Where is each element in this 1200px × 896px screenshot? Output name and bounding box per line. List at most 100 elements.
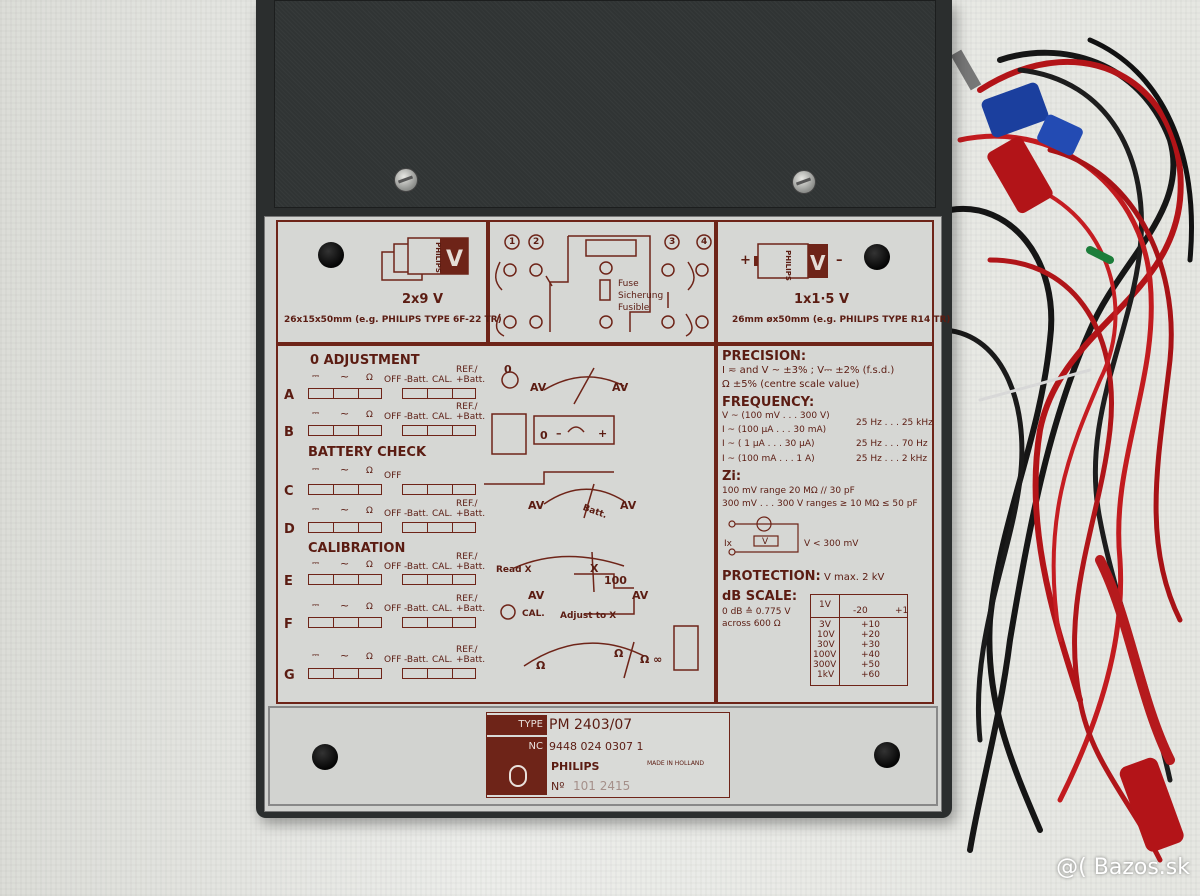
battery-9v-spec: 26x15x50mm (e.g. PHILIPS TYPE 6F-22 TR)	[284, 315, 502, 325]
battery-9v-brand: PHILIPS	[433, 242, 442, 273]
db-row-v-1: 3V	[819, 620, 831, 630]
philips-shield-icon	[509, 765, 527, 787]
ix-v-limit: V < 300 mV	[804, 539, 859, 549]
label-ref: REF./	[456, 499, 478, 509]
label-batt-plus: +Batt.	[456, 655, 486, 665]
db-row-db-4: +40	[861, 650, 880, 660]
precision-line-2: Ω ±5% (centre scale value)	[722, 379, 860, 390]
db-row-v-3: 30V	[817, 640, 835, 650]
db-row-db-5: +50	[861, 660, 880, 670]
keys-row-f	[308, 617, 382, 628]
nameplate-nc-value: 9448 024 0307 1	[549, 740, 644, 753]
protection-value: V max. 2 kV	[824, 572, 885, 583]
fuse-text-de: Sicherung	[618, 291, 664, 301]
battery-cover	[274, 0, 936, 208]
diagram-e-av-right: AV	[632, 589, 649, 602]
label-cal: CAL.	[432, 562, 453, 572]
label-batt-minus: -Batt.	[404, 509, 429, 519]
zi-title: Zi:	[722, 469, 742, 484]
battery-1-5v-spec: 26mm øx50mm (e.g. PHILIPS TYPE R14 TR)	[732, 315, 951, 325]
db-scale-title: dB SCALE:	[722, 589, 798, 604]
freq-range-3: I ~ ( 1 µA . . . 30 µA)	[722, 439, 815, 449]
diagram-g-ohm-left: Ω	[536, 659, 546, 672]
ix-v-label: V	[762, 537, 769, 547]
db-row-v-2: 10V	[817, 630, 835, 640]
keys-row-e-right	[402, 574, 476, 585]
label-dc: ⎓	[312, 505, 320, 515]
label-ref: REF./	[456, 594, 478, 604]
db-row-db-1: +10	[861, 620, 880, 630]
bazos-watermark: @( Bazos.sk	[1056, 855, 1190, 880]
label-cal: CAL.	[432, 509, 453, 519]
nameplate-brand: PHILIPS	[551, 760, 600, 773]
fuse-label-4: 4	[701, 237, 708, 247]
battery-1-5v-icon: V	[754, 243, 828, 279]
svg-text:V: V	[810, 251, 826, 275]
zi-line-1: 100 mV range 20 MΩ // 30 pF	[722, 486, 855, 496]
label-ohm: Ω	[366, 466, 373, 476]
fuse-label-2: 2	[533, 237, 540, 247]
panel-knob-top-left	[318, 242, 344, 268]
keys-row-c-right	[402, 484, 476, 495]
meter-diagrams	[484, 367, 699, 679]
battery-1-5v-box	[716, 220, 934, 344]
zero-adjustment-heading: 0 ADJUSTMENT	[310, 353, 420, 368]
diagram-b-plus: +	[598, 427, 608, 440]
db-head-minus20: -20	[853, 606, 868, 616]
freq-hz-4: 25 Hz . . . 2 kHz	[856, 454, 928, 464]
row-letter-f: F	[284, 617, 293, 632]
label-ohm: Ω	[366, 373, 373, 383]
freq-range-4: I ~ (100 mA . . . 1 A)	[722, 454, 815, 464]
diagram-f-cal: CAL.	[522, 609, 545, 619]
calibration-heading: CALIBRATION	[308, 541, 406, 556]
fuse-text-fr: Fusible	[618, 303, 650, 313]
freq-range-1: V ~ (100 mV . . . 300 V)	[722, 411, 830, 421]
diagram-g-ohm-inf: Ω ∞	[640, 653, 663, 666]
row-letter-e: E	[284, 574, 293, 589]
label-batt-minus: -Batt.	[404, 562, 429, 572]
panel-knob-top-right	[864, 244, 890, 270]
diagram-a-zero: 0	[504, 363, 512, 376]
diagram-c-av-left: AV	[528, 499, 545, 512]
label-ac: ~	[340, 370, 350, 383]
db-row-db-6: +60	[861, 670, 880, 680]
label-dc: ⎓	[312, 601, 320, 611]
label-dc: ⎓	[312, 409, 320, 419]
diagram-e-100: 100	[604, 574, 627, 587]
keys-row-e	[308, 574, 382, 585]
nameplate-no-value: 101 2415	[573, 779, 631, 793]
keys-row-f-right	[402, 617, 476, 628]
label-batt-plus: +Batt.	[456, 604, 486, 614]
db-head-1v: 1V	[819, 600, 831, 610]
db-row-v-5: 300V	[813, 660, 837, 670]
label-ac: ~	[340, 649, 350, 662]
label-cal: CAL.	[432, 604, 453, 614]
label-ac: ~	[340, 599, 350, 612]
label-ref: REF./	[456, 645, 478, 655]
test-leads	[940, 37, 1194, 863]
diagram-b-zero: 0	[540, 429, 548, 442]
precision-title: PRECISION:	[722, 349, 807, 364]
nameplate: TYPE PM 2403/07 NC 9448 024 0307 1 PHILI…	[486, 712, 730, 798]
label-ref: REF./	[456, 552, 478, 562]
zi-line-2: 300 mV . . . 300 V ranges ≥ 10 MΩ ≤ 50 p…	[722, 499, 918, 509]
label-off: OFF	[384, 562, 402, 572]
label-off: OFF	[384, 375, 402, 385]
fuse-text-en: Fuse	[618, 279, 639, 289]
label-ohm: Ω	[366, 560, 373, 570]
keys-row-d	[308, 522, 382, 533]
label-batt-minus: -Batt.	[404, 412, 429, 422]
label-dc: ⎓	[312, 651, 320, 661]
label-cal: CAL.	[432, 655, 453, 665]
svg-text:V: V	[446, 247, 463, 272]
keys-row-g-right	[402, 668, 476, 679]
nameplate-nc-label: NC	[487, 737, 547, 757]
nameplate-made-in: MADE IN HOLLAND	[647, 760, 705, 767]
label-off: OFF	[384, 412, 402, 422]
label-batt-minus: -Batt.	[404, 375, 429, 385]
philips-logo	[487, 757, 547, 795]
cover-screw-left	[394, 168, 418, 192]
label-ohm: Ω	[366, 506, 373, 516]
battery-1-5v-brand: PHILIPS	[783, 250, 792, 281]
diagram-c-av-right: AV	[620, 499, 637, 512]
